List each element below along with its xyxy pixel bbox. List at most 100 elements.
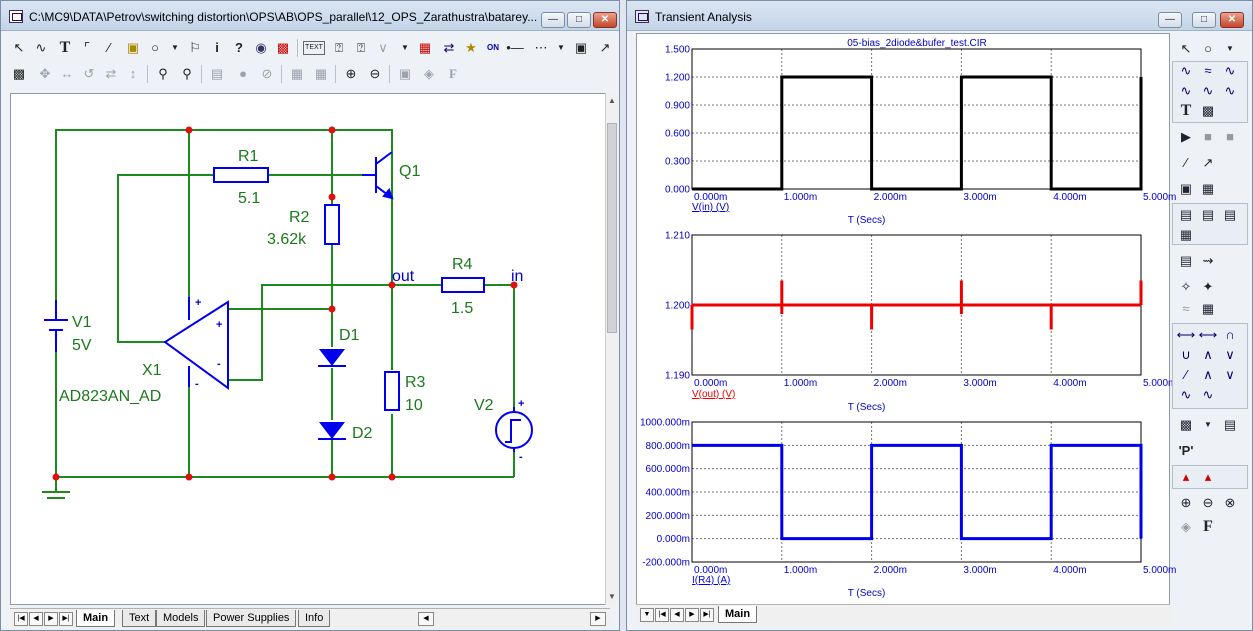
preferences-icon[interactable]: ▩ [12,66,26,81]
zoom-in-icon[interactable]: ⊕ [345,66,357,81]
info-icon[interactable]: i [215,40,219,55]
node-dropdown-icon[interactable]: ▼ [401,43,409,52]
x1-opamp[interactable] [163,297,229,390]
inflection-icon[interactable]: ∕ [1184,367,1188,382]
zoom-in-icon[interactable]: ⊕ [1180,495,1192,510]
binoculars-icon[interactable]: ⚲ [182,66,192,81]
tab-main[interactable]: Main [76,610,116,627]
waveform-shift-icon[interactable]: ∿ [1224,63,1236,78]
text-mode-icon[interactable]: T [59,39,71,56]
prev-tab-icon[interactable]: ◀ [670,608,684,622]
stack-vertical-icon[interactable]: ▤ [1201,207,1215,222]
v2-source[interactable] [495,407,533,452]
minimize-button[interactable]: — [541,12,565,28]
hscroll-right-icon[interactable]: ▶ [590,612,606,626]
minimize-button[interactable]: — [1158,12,1182,28]
diagonal-wire-icon[interactable]: ∕ [107,40,111,55]
valley-icon[interactable]: ∿ [1224,83,1236,98]
text-tool-icon[interactable]: T [1180,102,1192,119]
flip-y-icon[interactable]: ↕ [129,66,137,81]
maximize-button[interactable]: □ [1192,12,1216,28]
last-tab-icon[interactable]: ▶| [59,612,73,626]
toolbox-icon[interactable]: ▩ [1179,417,1193,432]
cursor-icon[interactable]: ⇝ [1202,253,1214,268]
tab-menu-icon[interactable]: ▼ [640,608,654,622]
r4-resistor[interactable] [441,277,485,293]
pointer-mode-icon[interactable]: ↗ [599,40,611,55]
bottom-icon[interactable]: ∿ [1202,387,1214,402]
help-icon[interactable]: ? [235,40,243,55]
zoom-out-icon[interactable]: ⊖ [369,66,381,81]
tile-icon[interactable]: ▦ [314,66,328,81]
select-arrow-icon[interactable]: ↖ [1180,41,1192,56]
valley-cursor-icon[interactable]: ∪ [1181,347,1191,362]
wire-tool-icon[interactable]: ⌜ [83,40,91,55]
scroll-up-icon[interactable]: ▲ [608,96,616,105]
current-icon[interactable]: ▦ [418,40,432,55]
text-toggle-icon[interactable]: TEXT [303,41,325,55]
r1-resistor[interactable] [213,167,269,183]
peak-icon[interactable]: ∿ [1180,83,1192,98]
schematic-canvas[interactable]: R1 5.1 R2 3.62k Q1 R4 1.5 D1 D2 R3 10 V1… [10,93,613,605]
next-tab-icon[interactable]: ▶ [685,608,699,622]
mirror-icon[interactable]: ⇄ [105,66,117,81]
page-icon[interactable]: ▤ [210,66,224,81]
find-icon[interactable]: ⚲ [158,66,168,81]
cursor-left-icon[interactable]: ⟷ [1176,327,1196,342]
grid-icon[interactable]: ▦ [1201,181,1215,196]
attribute-icon[interactable]: ▩ [276,40,290,55]
chart-frame-icon[interactable]: ▦ [1201,301,1215,316]
marker-left-icon[interactable]: ▴ [1182,469,1190,484]
zoom-out-icon[interactable]: ⊖ [1202,495,1214,510]
tab-power-supplies[interactable]: Power Supplies [206,610,297,627]
waveform-tools-icon[interactable]: ≈ [1204,63,1212,78]
prev-tab-icon[interactable]: ◀ [29,612,43,626]
move-icon[interactable]: ✥ [39,66,51,81]
grid-text-icon[interactable]: ⍰ [357,40,365,55]
tile-icon[interactable]: ▤ [1223,207,1237,222]
q1-transistor[interactable] [362,151,394,200]
plot-window-icon[interactable]: ▤ [1179,253,1193,268]
tag-icon[interactable]: ✦ [1202,279,1214,294]
globe-icon[interactable]: ◈ [1181,519,1191,534]
tab-text[interactable]: Text [122,610,157,627]
cancel-icon[interactable]: ⊘ [261,66,273,81]
run-icon[interactable]: ▶ [1181,129,1191,144]
flag-pointer-icon[interactable]: ⚐ [189,40,201,55]
condition-icon[interactable]: ★ [465,40,477,55]
close-button[interactable]: ✕ [593,12,617,28]
pin-names-icon[interactable]: ⍰ [335,40,343,55]
peak-cursor-icon[interactable]: ∩ [1225,327,1235,342]
global-high-icon[interactable]: ∧ [1203,367,1213,382]
d1-diode[interactable] [318,349,346,367]
flip-x-icon[interactable]: ↔ [60,66,74,81]
first-tab-icon[interactable]: |◀ [14,612,28,626]
scale-icon[interactable]: ✧ [1180,279,1192,294]
tab-main[interactable]: Main [718,606,758,623]
component-dropdown-icon[interactable]: ▼ [171,43,179,52]
pin-connect-icon[interactable]: •— [506,40,524,55]
waveform-icon[interactable]: ∿ [1180,63,1192,78]
schematic-titlebar[interactable]: C:\MC9\DATA\Petrov\switching distortion\… [1,1,619,31]
properties-icon[interactable]: ▩ [1201,103,1215,118]
stop-icon[interactable]: ■ [1226,129,1234,144]
schematic-vertical-scrollbar[interactable]: ▲ ▼ [605,93,618,605]
high-cursor-icon[interactable]: ∧ [1203,347,1213,362]
globe-icon[interactable]: ◈ [424,66,434,81]
line-tool-icon[interactable]: ∕ [1184,155,1188,170]
grid-icon[interactable]: ⋯ [534,40,548,55]
grid-dropdown-icon[interactable]: ▼ [557,43,565,52]
on-state-icon[interactable]: ON [487,43,499,52]
scroll-down-icon[interactable]: ▼ [608,592,616,601]
rotate-icon[interactable]: ↺ [83,66,95,81]
last-tab-icon[interactable]: ▶| [700,608,714,622]
v1-battery[interactable] [44,300,68,352]
toolbox-dropdown-icon[interactable]: ▼ [1204,420,1212,429]
numeric-output-icon[interactable]: ▤ [1223,417,1237,432]
component-dropdown-icon[interactable]: ▼ [1226,44,1234,53]
flag-icon[interactable]: ▣ [126,40,140,55]
zoom-fit-icon[interactable]: ⊗ [1224,495,1236,510]
font-icon[interactable]: F [449,66,457,81]
probe-icon[interactable]: ◉ [255,40,267,55]
